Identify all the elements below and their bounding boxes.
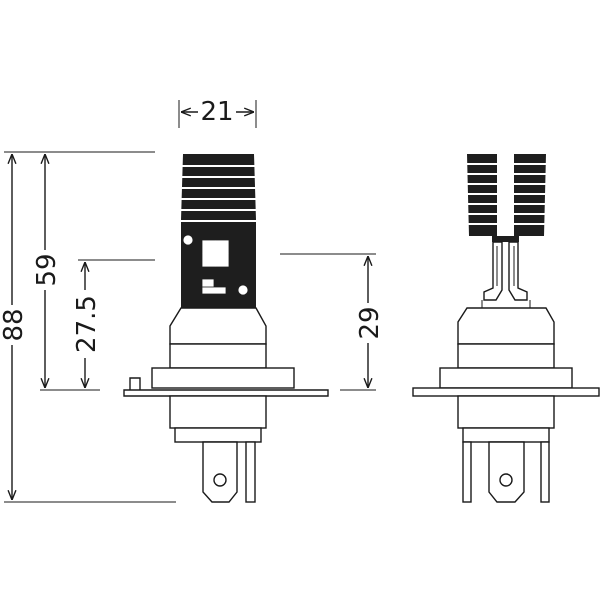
front-heatsink: [181, 154, 256, 220]
side-connector-pins: [462, 441, 550, 503]
side-heatsink: [467, 154, 546, 236]
dimension-27-5-label: 27.5: [72, 295, 102, 353]
side-view-bulb: [412, 154, 600, 503]
front-led-board: [181, 222, 256, 308]
dimension-88: 88: [0, 151, 176, 503]
dimension-88-label: 88: [0, 308, 29, 341]
front-view-bulb: [123, 154, 329, 503]
dimension-27-5: 27.5: [72, 259, 155, 388]
front-connector-pins: [202, 441, 256, 503]
dimension-29: 29: [280, 253, 385, 391]
dimension-29-label: 29: [355, 306, 385, 339]
dimension-21-label: 21: [200, 97, 233, 127]
dimension-21: 21: [178, 96, 257, 128]
dimension-59-label: 59: [32, 253, 62, 286]
dimension-59: 59: [32, 154, 100, 391]
